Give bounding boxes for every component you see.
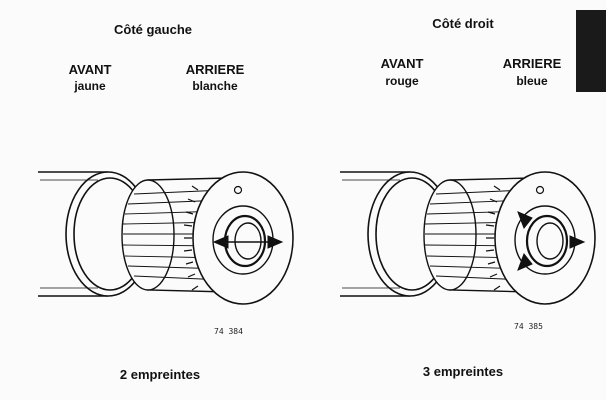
right-front-color: rouge xyxy=(385,74,419,88)
left-caption: 2 empreintes xyxy=(119,367,201,382)
right-heading: Côté droit xyxy=(432,16,494,31)
left-wheel-face xyxy=(183,171,294,305)
right-notch-right xyxy=(569,235,586,249)
right-front-label: AVANT xyxy=(380,56,424,71)
right-rear-label: ARRIERE xyxy=(502,56,562,71)
left-rear-label: ARRIERE xyxy=(185,62,245,77)
right-rear-color: bleue xyxy=(516,74,548,88)
left-heading: Côté gauche xyxy=(113,22,193,37)
right-notch-upper-left xyxy=(517,211,533,229)
left-rear-color: blanche xyxy=(192,79,238,93)
right-notch-markers xyxy=(517,211,586,271)
left-notch-markers xyxy=(212,235,284,249)
right-wheel-diagram xyxy=(340,171,596,305)
page-edge-tab xyxy=(576,10,606,92)
right-reference-number: 74 385 xyxy=(514,322,543,331)
left-front-label: AVANT xyxy=(68,62,112,77)
left-reference-number: 74 384 xyxy=(214,327,243,336)
right-caption: 3 empreintes xyxy=(422,364,504,379)
left-front-color: jaune xyxy=(74,79,106,93)
right-notch-lower-left xyxy=(517,253,533,271)
left-wheel-diagram xyxy=(38,171,294,305)
right-wheel-face xyxy=(485,171,596,305)
